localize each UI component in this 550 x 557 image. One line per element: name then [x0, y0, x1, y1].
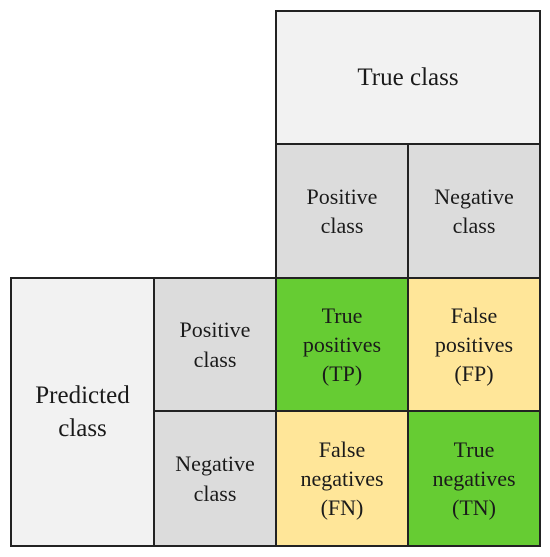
predicted-class-title: Predicted class [35, 382, 130, 442]
false-positives-label: False positives (FP) [434, 302, 514, 387]
false-negatives-cell: False negatives (FN) [275, 410, 409, 547]
true-positives-label: True positives (TP) [302, 302, 382, 387]
true-negatives-label: True negatives (TN) [432, 436, 516, 521]
true-class-header: True class [275, 10, 541, 145]
false-negatives-label: False negatives (FN) [300, 436, 384, 521]
true-negative-class-label: Negative class [434, 183, 514, 238]
true-negative-class-header: Negative class [407, 143, 541, 279]
true-class-title: True class [357, 64, 459, 91]
true-positive-class-label: Positive class [306, 183, 378, 238]
predicted-positive-class-header: Positive class [153, 277, 277, 412]
false-positives-cell: False positives (FP) [407, 277, 541, 412]
true-positives-cell: True positives (TP) [275, 277, 409, 412]
predicted-negative-class-header: Negative class [153, 410, 277, 547]
predicted-class-header: Predicted class [10, 277, 155, 547]
predicted-positive-class-label: Positive class [179, 317, 251, 372]
predicted-negative-class-label: Negative class [175, 451, 255, 506]
true-positive-class-header: Positive class [275, 143, 409, 279]
true-negatives-cell: True negatives (TN) [407, 410, 541, 547]
